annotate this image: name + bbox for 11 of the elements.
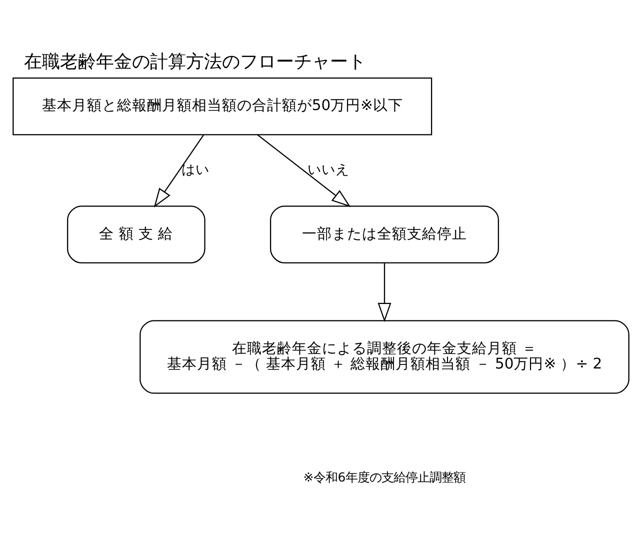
edge-label: はい <box>182 161 210 178</box>
node-box: 一部または全額支給停止 <box>270 205 500 263</box>
arrow <box>154 134 204 207</box>
arrow <box>378 262 392 322</box>
node-box: 全 額 支 給 <box>67 205 206 263</box>
node-box: 基本月額と総報酬月額相当額の合計額が50万円※以下 <box>12 76 432 135</box>
diagram-title: 在職老齢年金の計算方法のフローチャート <box>24 51 366 72</box>
label: ※令和6年度の支給停止調整額 <box>303 468 466 484</box>
edge-label: いいえ <box>307 161 350 178</box>
node-box: 在職老齢年金による調整後の年金支給月額 ＝ 基本月額 －（ 基本月額 ＋ 総報酬月額相当額 － 50万円※ ）÷ 2 <box>140 320 630 394</box>
arrow <box>257 134 351 207</box>
